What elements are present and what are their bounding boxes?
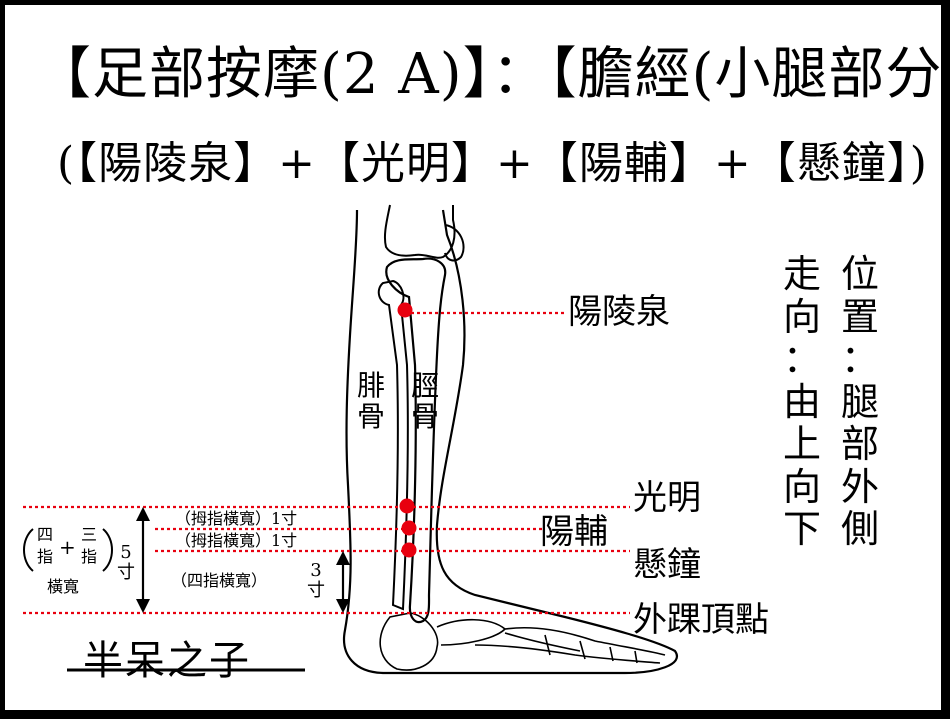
point-yanglingquan bbox=[397, 302, 413, 318]
combo-bottom-right: 指 bbox=[81, 547, 98, 566]
arrow-3-cun bbox=[336, 551, 350, 613]
patella-bone bbox=[444, 224, 465, 262]
signature: 半呆之子 bbox=[83, 638, 251, 684]
direction-column: 走向：由上向下 bbox=[783, 252, 822, 552]
label-guangming: 光明 bbox=[633, 478, 701, 518]
foot-bones bbox=[379, 612, 666, 671]
femur-bone bbox=[383, 204, 456, 259]
fibula-bone bbox=[377, 279, 409, 611]
measure-thumb-width-2: （拇指橫寬）1寸 bbox=[175, 531, 298, 550]
combo-bottom: 橫寬 bbox=[47, 577, 80, 596]
tibia-label: 脛骨 bbox=[411, 369, 440, 434]
leg-outline bbox=[342, 209, 678, 675]
point-guangming bbox=[399, 498, 415, 514]
combo-plus: + bbox=[59, 535, 76, 559]
combo-top-left: 四 bbox=[37, 525, 54, 544]
combo-bottom-left: 指 bbox=[37, 547, 54, 566]
measure-four-finger: （四指橫寬） bbox=[171, 571, 268, 590]
title-line-1: 【足部按摩(2 A)】：【膽經(小腿部分)】 bbox=[35, 42, 943, 107]
combo-top-right: 三 bbox=[81, 525, 98, 544]
title-line-2: (【陽陵泉】+【光明】+【陽輔】+【懸鐘】) bbox=[57, 138, 928, 189]
bracket-left bbox=[23, 528, 34, 572]
diagram-frame: 【足部按摩(2 A)】：【膽經(小腿部分)】 (【陽陵泉】+【光明】+【陽輔】+… bbox=[3, 3, 943, 712]
label-lateral-malleolus: 外踝頂點 bbox=[633, 600, 769, 640]
point-xuanzhong bbox=[401, 542, 417, 558]
bracket-right bbox=[102, 528, 113, 572]
leg-diagram bbox=[23, 204, 678, 675]
label-yangfu: 陽輔 bbox=[540, 512, 608, 552]
arrow-5-cun bbox=[136, 507, 150, 613]
fibula-label: 腓骨 bbox=[357, 369, 386, 434]
tibia-bone bbox=[385, 257, 447, 624]
point-yangfu bbox=[401, 520, 417, 536]
measure-thumb-width-1: （拇指橫寬）1寸 bbox=[175, 509, 298, 528]
label-yanglingquan: 陽陵泉 bbox=[568, 292, 670, 332]
location-column: 位置：腿部外側 bbox=[841, 252, 880, 552]
label-xuanzhong: 懸鐘 bbox=[633, 545, 701, 585]
